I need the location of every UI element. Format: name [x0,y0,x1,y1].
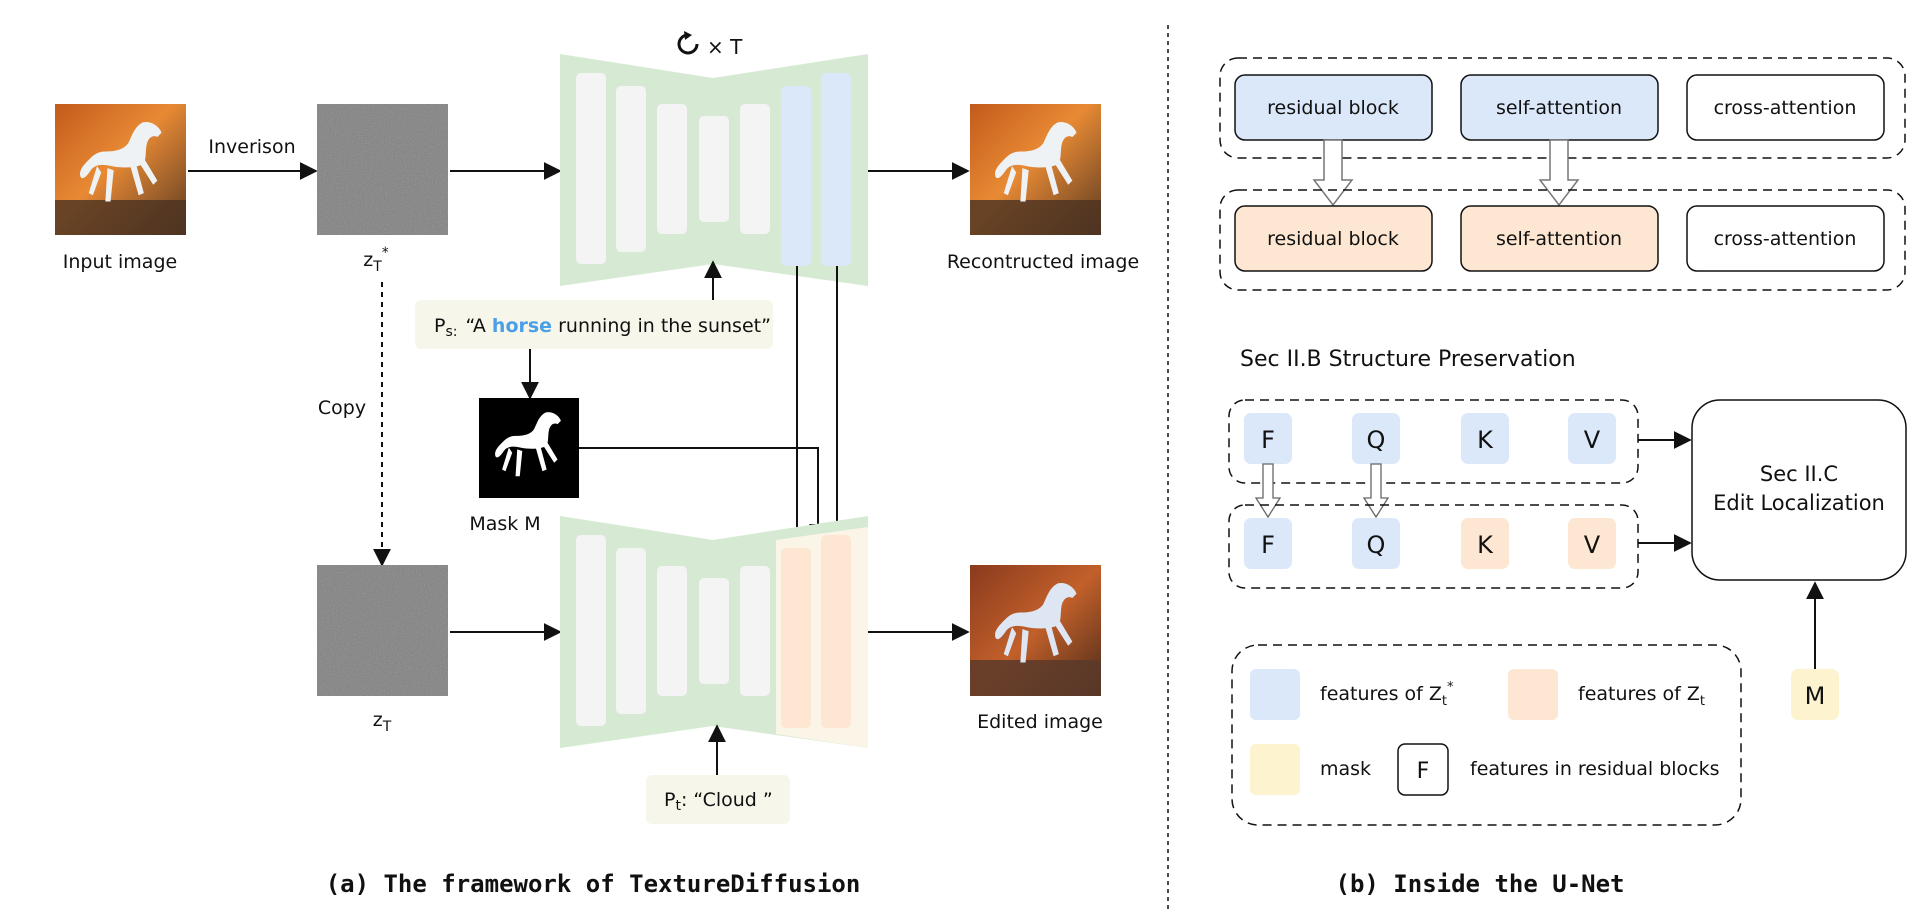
target-prompt-box [646,775,790,824]
residual-copy-arrow [1312,139,1354,207]
row1-cross-attention [1686,74,1885,141]
row2-residual-label: residual block [1267,228,1399,250]
q-copy-arrow [1362,463,1390,519]
caption-a: (a) The framework of TextureDiffusion [326,870,861,898]
legend-f-text: features in residual blocks [1470,758,1720,780]
reconstructed-image [970,104,1101,235]
legend-blue-text: features of Zt* [1320,680,1454,709]
row1-f-label: F [1261,426,1275,454]
bottom-unet [560,516,868,748]
noise-latent-zt-star [317,104,448,235]
row1-residual-label: residual block [1267,97,1399,119]
source-prompt-text: Ps:“A horse running in the sunset” [434,315,771,340]
edit-localization-subtitle: Edit Localization [1713,491,1885,515]
row1-k-label: K [1477,426,1494,454]
legend-orange-swatch [1508,669,1558,720]
row1-q-box [1352,413,1400,464]
mask-to-bottom-unet-arrow [579,447,827,542]
target-prompt-text: Pt: “Cloud ” [664,789,773,814]
unet-row-1-frame [1219,57,1906,159]
source-prompt-box [415,300,773,349]
section-structure-preservation: Sec II.B Structure Preservation [1240,347,1576,372]
row2-residual-block [1234,205,1433,272]
row2-q-box [1352,518,1400,569]
row1-f-box [1244,413,1292,464]
legend-frame [1231,644,1742,826]
row2-self-attention [1460,205,1659,272]
row2-f-box [1244,518,1292,569]
f-copy-arrow [1254,463,1282,519]
noise-latent-zt [317,565,448,696]
fqkv-row-1-frame [1228,399,1639,484]
row1-cross-attention-label: cross-attention [1714,97,1857,119]
self-attention-copy-arrow [1538,139,1580,207]
legend-mask-text: mask [1320,758,1371,780]
row1-self-attention-label: self-attention [1496,97,1622,119]
loop-icon [677,31,699,55]
zt-star-label: zT* [363,245,389,275]
inversion-label: Inverison [208,136,295,158]
bottom-unet-orange-block-1 [781,548,811,728]
unet-row-2-frame [1219,189,1906,291]
edited-image [970,565,1101,696]
row1-v-box [1568,413,1616,464]
reconstructed-label: Recontructed image [947,251,1139,273]
fqkv-row-2-frame [1228,504,1639,589]
row1-k-box [1461,413,1509,464]
input-image-label: Input image [63,251,177,273]
row2-cross-attention-label: cross-attention [1714,228,1857,250]
legend-blue-swatch [1250,669,1300,720]
top-unet-blue-block-2 [821,73,851,266]
row2-v-label: V [1584,531,1601,559]
row2-f-label: F [1261,531,1275,559]
edit-localization-title: Sec II.C [1760,462,1838,486]
legend-orange-text: features of Zt [1578,683,1705,709]
edited-label: Edited image [977,711,1103,733]
row2-q-label: Q [1367,531,1386,559]
caption-b: (b) Inside the U-Net [1336,870,1625,898]
loop-label: × T [707,35,743,59]
zt-label: zT [373,709,392,735]
top-unet [560,54,868,286]
copy-label: Copy [318,397,366,419]
mask-image [479,398,579,498]
legend-f-label: F [1417,759,1430,784]
input-image [55,104,186,235]
legend-mask-swatch [1250,744,1300,795]
mask-label: Mask M [469,513,540,535]
bottom-unet-orange-block-2 [821,535,851,728]
mask-m-box [1791,669,1839,720]
legend-f-box [1397,743,1449,796]
edit-localization-box [1691,399,1907,581]
row2-k-label: K [1477,531,1494,559]
top-unet-blue-block-1 [781,86,811,266]
row2-v-box [1568,518,1616,569]
row1-v-label: V [1584,426,1601,454]
mask-m-label: M [1805,682,1826,710]
row2-self-attention-label: self-attention [1496,228,1622,250]
row2-k-box [1461,518,1509,569]
row2-cross-attention [1686,205,1885,272]
row1-q-label: Q [1367,426,1386,454]
